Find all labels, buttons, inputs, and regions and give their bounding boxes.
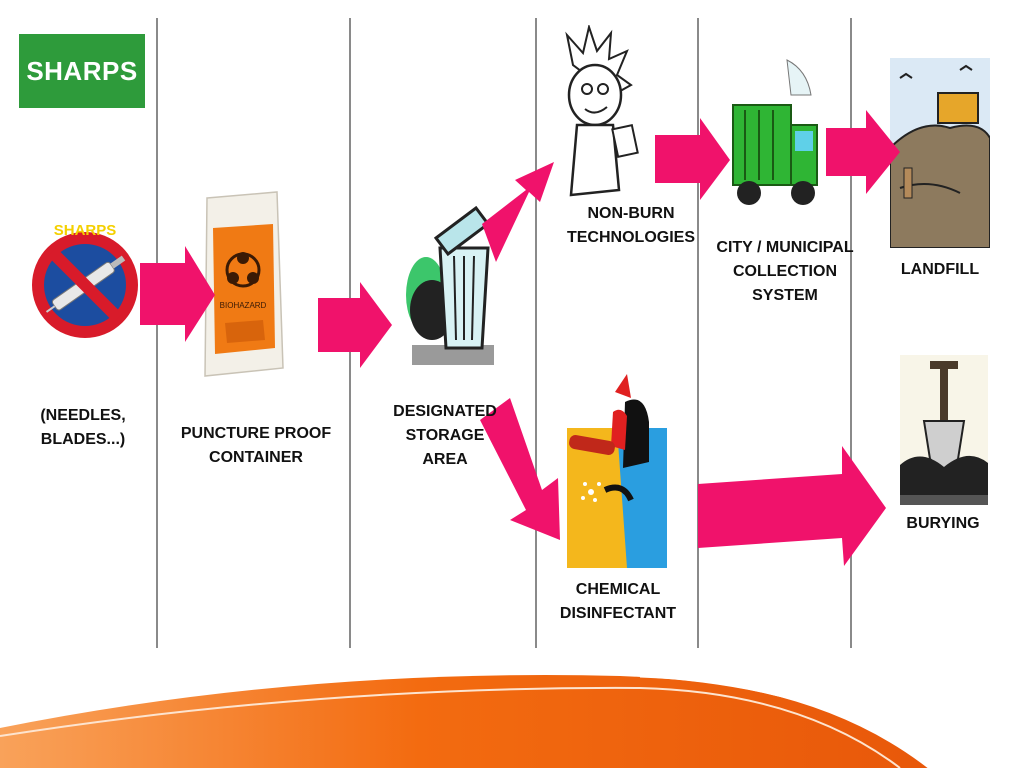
arrow-storage-to-chemical (480, 398, 560, 540)
column-divider (850, 18, 852, 648)
footer-swoosh (0, 674, 931, 768)
container-label: PUNCTURE PROOF CONTAINER (180, 425, 332, 466)
chemical-label: CHEMICAL DISINFECTANT (559, 581, 677, 622)
column-divider (535, 18, 537, 648)
column-divider (697, 18, 699, 648)
nonburn-label: NON-BURN TECHNOLOGIES (566, 205, 695, 246)
arrow-truck-to-landfill (826, 110, 900, 194)
landfill-label: LANDFILL (900, 261, 980, 278)
garbage-truck-icon (732, 59, 818, 205)
arrow-needles-to-container (140, 246, 215, 342)
thinking-character-icon (565, 25, 639, 197)
arrow-storage-to-nonburn (482, 162, 554, 262)
shovel-burying-icon (900, 355, 988, 505)
no-sharps-icon: SHARPS (32, 222, 138, 338)
arrow-nonburn-to-truck (655, 118, 730, 200)
bag-label: BIOHAZARD (220, 301, 267, 310)
burying-label: BURYING (906, 515, 980, 532)
biohazard-bag-icon: BIOHAZARD (204, 191, 284, 377)
column-divider (156, 18, 158, 648)
landfill-bulldozer-icon (890, 58, 990, 248)
arrow-container-to-storage (318, 282, 392, 368)
sharps-icon-text: SHARPS (54, 222, 117, 239)
sharps-title-tag: SHARPS (19, 34, 145, 108)
collection-label: CITY / MUNICIPAL COLLECTION SYSTEM (716, 239, 854, 304)
trash-can-icon (406, 205, 494, 365)
needles-label: (NEEDLES, BLADES...) (40, 407, 126, 448)
flow-arrows (140, 110, 900, 566)
storage-label: DESIGNATED STORAGE AREA (393, 403, 497, 468)
arrow-chemical-to-burying (698, 446, 886, 566)
chemical-splash-icon (567, 374, 667, 568)
